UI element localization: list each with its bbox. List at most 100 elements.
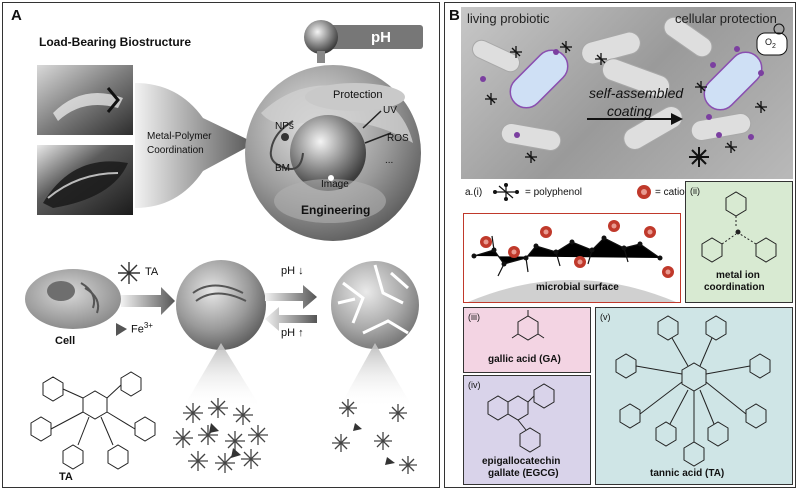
ros-label: ROS	[387, 133, 409, 144]
fe-triangle-icon	[116, 323, 127, 336]
coordination-label-2: Coordination	[147, 145, 204, 156]
iii-label: (iii)	[468, 312, 480, 322]
microbial-surface-label: microbial surface	[536, 282, 619, 293]
panel-a-letter: A	[11, 7, 22, 24]
fe-marker-icon	[209, 423, 219, 433]
dots-label: ...	[385, 155, 394, 166]
uv-arrow	[362, 110, 382, 129]
microbial-surface-arc	[468, 280, 676, 302]
protection-label: Protection	[333, 89, 383, 101]
probiotic-micrograph: living probiotic cellular protection O2 …	[461, 7, 793, 179]
cellular-protection-label: cellular protection	[675, 11, 777, 26]
cell-label: Cell	[55, 335, 76, 347]
fe-marker-icon	[353, 423, 362, 431]
panel-b: living probiotic cellular protection O2 …	[444, 2, 796, 488]
tannic-acid-box: (v) tannic acid (TA)	[595, 307, 793, 485]
egcg-box: (iv) epigallocatechin gallate (EGCG)	[463, 375, 591, 485]
polyphenol-icons	[485, 41, 767, 163]
tannic-acid-structure	[615, 315, 771, 467]
panel-a: A Load-Bearing Biostructure Metal-Polyme…	[2, 2, 440, 488]
iv-label: (iv)	[468, 380, 481, 390]
hammer-head	[304, 20, 338, 54]
metal-ion-box: (ii) metal ion coordination	[685, 181, 793, 303]
cation-dots	[480, 46, 764, 140]
coated-organelle	[195, 292, 247, 302]
panel-b-letter: B	[449, 7, 460, 24]
polyphenol-nodes	[471, 235, 663, 267]
engineering-label: Engineering	[301, 203, 371, 217]
self-assembled-label: self-assembled	[589, 85, 684, 101]
gallic-acid-label: gallic acid (GA)	[488, 354, 561, 365]
fragmented-sphere	[331, 261, 419, 349]
spotlight-cone	[339, 343, 413, 408]
metal-ion-label-2: coordination	[704, 282, 765, 293]
ta-network	[173, 398, 268, 473]
cloud-icon	[756, 32, 788, 56]
living-probiotic-label: living probiotic	[467, 11, 550, 26]
fe-marker-icon	[385, 457, 395, 465]
gallic-acid-structure	[511, 310, 545, 341]
image-label: Image	[321, 179, 349, 190]
cation-legend-icon	[637, 185, 651, 199]
snowflake-icon	[689, 147, 709, 167]
ph-forward-arrow	[265, 285, 317, 309]
egcg-label-1: epigallocatechin	[482, 456, 561, 467]
egcg-label-2: gallate (EGCG)	[488, 468, 559, 479]
coated-cell-sphere	[176, 260, 266, 350]
polyphenol-legend-label: = polyphenol	[525, 187, 582, 198]
fe-label: Fe3+	[131, 321, 153, 336]
mussel-highlight	[47, 172, 119, 199]
ai-label: a.(i)	[465, 187, 483, 198]
egcg-structure	[487, 383, 555, 453]
cation-legend-label: = cation	[655, 187, 691, 198]
probiotic-cell-right	[703, 51, 763, 111]
engineering-band	[274, 179, 386, 223]
protection-band	[305, 83, 405, 111]
hammer-neck	[317, 51, 325, 63]
coating-label: coating	[607, 103, 653, 119]
ph-down-label: pH ↓	[281, 265, 304, 277]
metal-ion-label-1: metal ion	[716, 270, 760, 281]
v-label: (v)	[600, 312, 611, 322]
cation-markers	[480, 220, 674, 278]
ta-star-icon	[118, 262, 140, 284]
metal-ion-structure	[701, 191, 777, 263]
bacteria-background	[471, 16, 752, 151]
funnel-arrow	[135, 83, 255, 208]
ta-bottom-label: TA	[59, 471, 73, 483]
biostructure-title: Load-Bearing Biostructure	[39, 35, 192, 49]
ta-molecule-structure	[30, 371, 156, 470]
polyphenol-legend-icon	[493, 183, 519, 201]
micrograph-graphics	[471, 16, 788, 167]
photo-detail	[53, 93, 123, 121]
sun-icon	[773, 23, 785, 35]
coating-arrowhead	[671, 113, 683, 125]
nps-label: NPs	[275, 121, 294, 132]
image-dot	[328, 175, 334, 181]
fe-marker-icon	[231, 448, 241, 458]
cell-organelle	[84, 287, 100, 314]
coordination-label-1: Metal-Polymer	[147, 131, 212, 142]
microbial-surface-box: microbial surface	[463, 213, 681, 303]
ph-reverse-arrow	[265, 307, 317, 331]
bm-strand	[269, 120, 304, 170]
fracture-lines	[337, 264, 409, 335]
cell-body	[25, 269, 121, 329]
ii-label: (ii)	[690, 186, 700, 196]
probiotic-cell-left	[509, 49, 569, 109]
coated-organelle	[192, 284, 244, 294]
bm-label: BM	[275, 163, 290, 174]
microbial-surface-graphics	[468, 220, 676, 302]
hammer-handle	[323, 25, 423, 49]
jaw-shape	[106, 87, 120, 113]
gallic-acid-box: (iii) gallic acid (GA)	[463, 307, 591, 373]
np-dot	[281, 133, 289, 141]
ros-arrow	[364, 132, 392, 144]
hammer-ph-label: pH	[371, 29, 391, 46]
tannic-acid-label: tannic acid (TA)	[650, 468, 725, 479]
cell-nucleus	[47, 281, 75, 301]
ph-up-label: pH ↑	[281, 327, 304, 339]
ta-dispersed	[332, 399, 417, 474]
uv-label: UV	[383, 105, 397, 116]
inner-sphere	[290, 115, 366, 191]
